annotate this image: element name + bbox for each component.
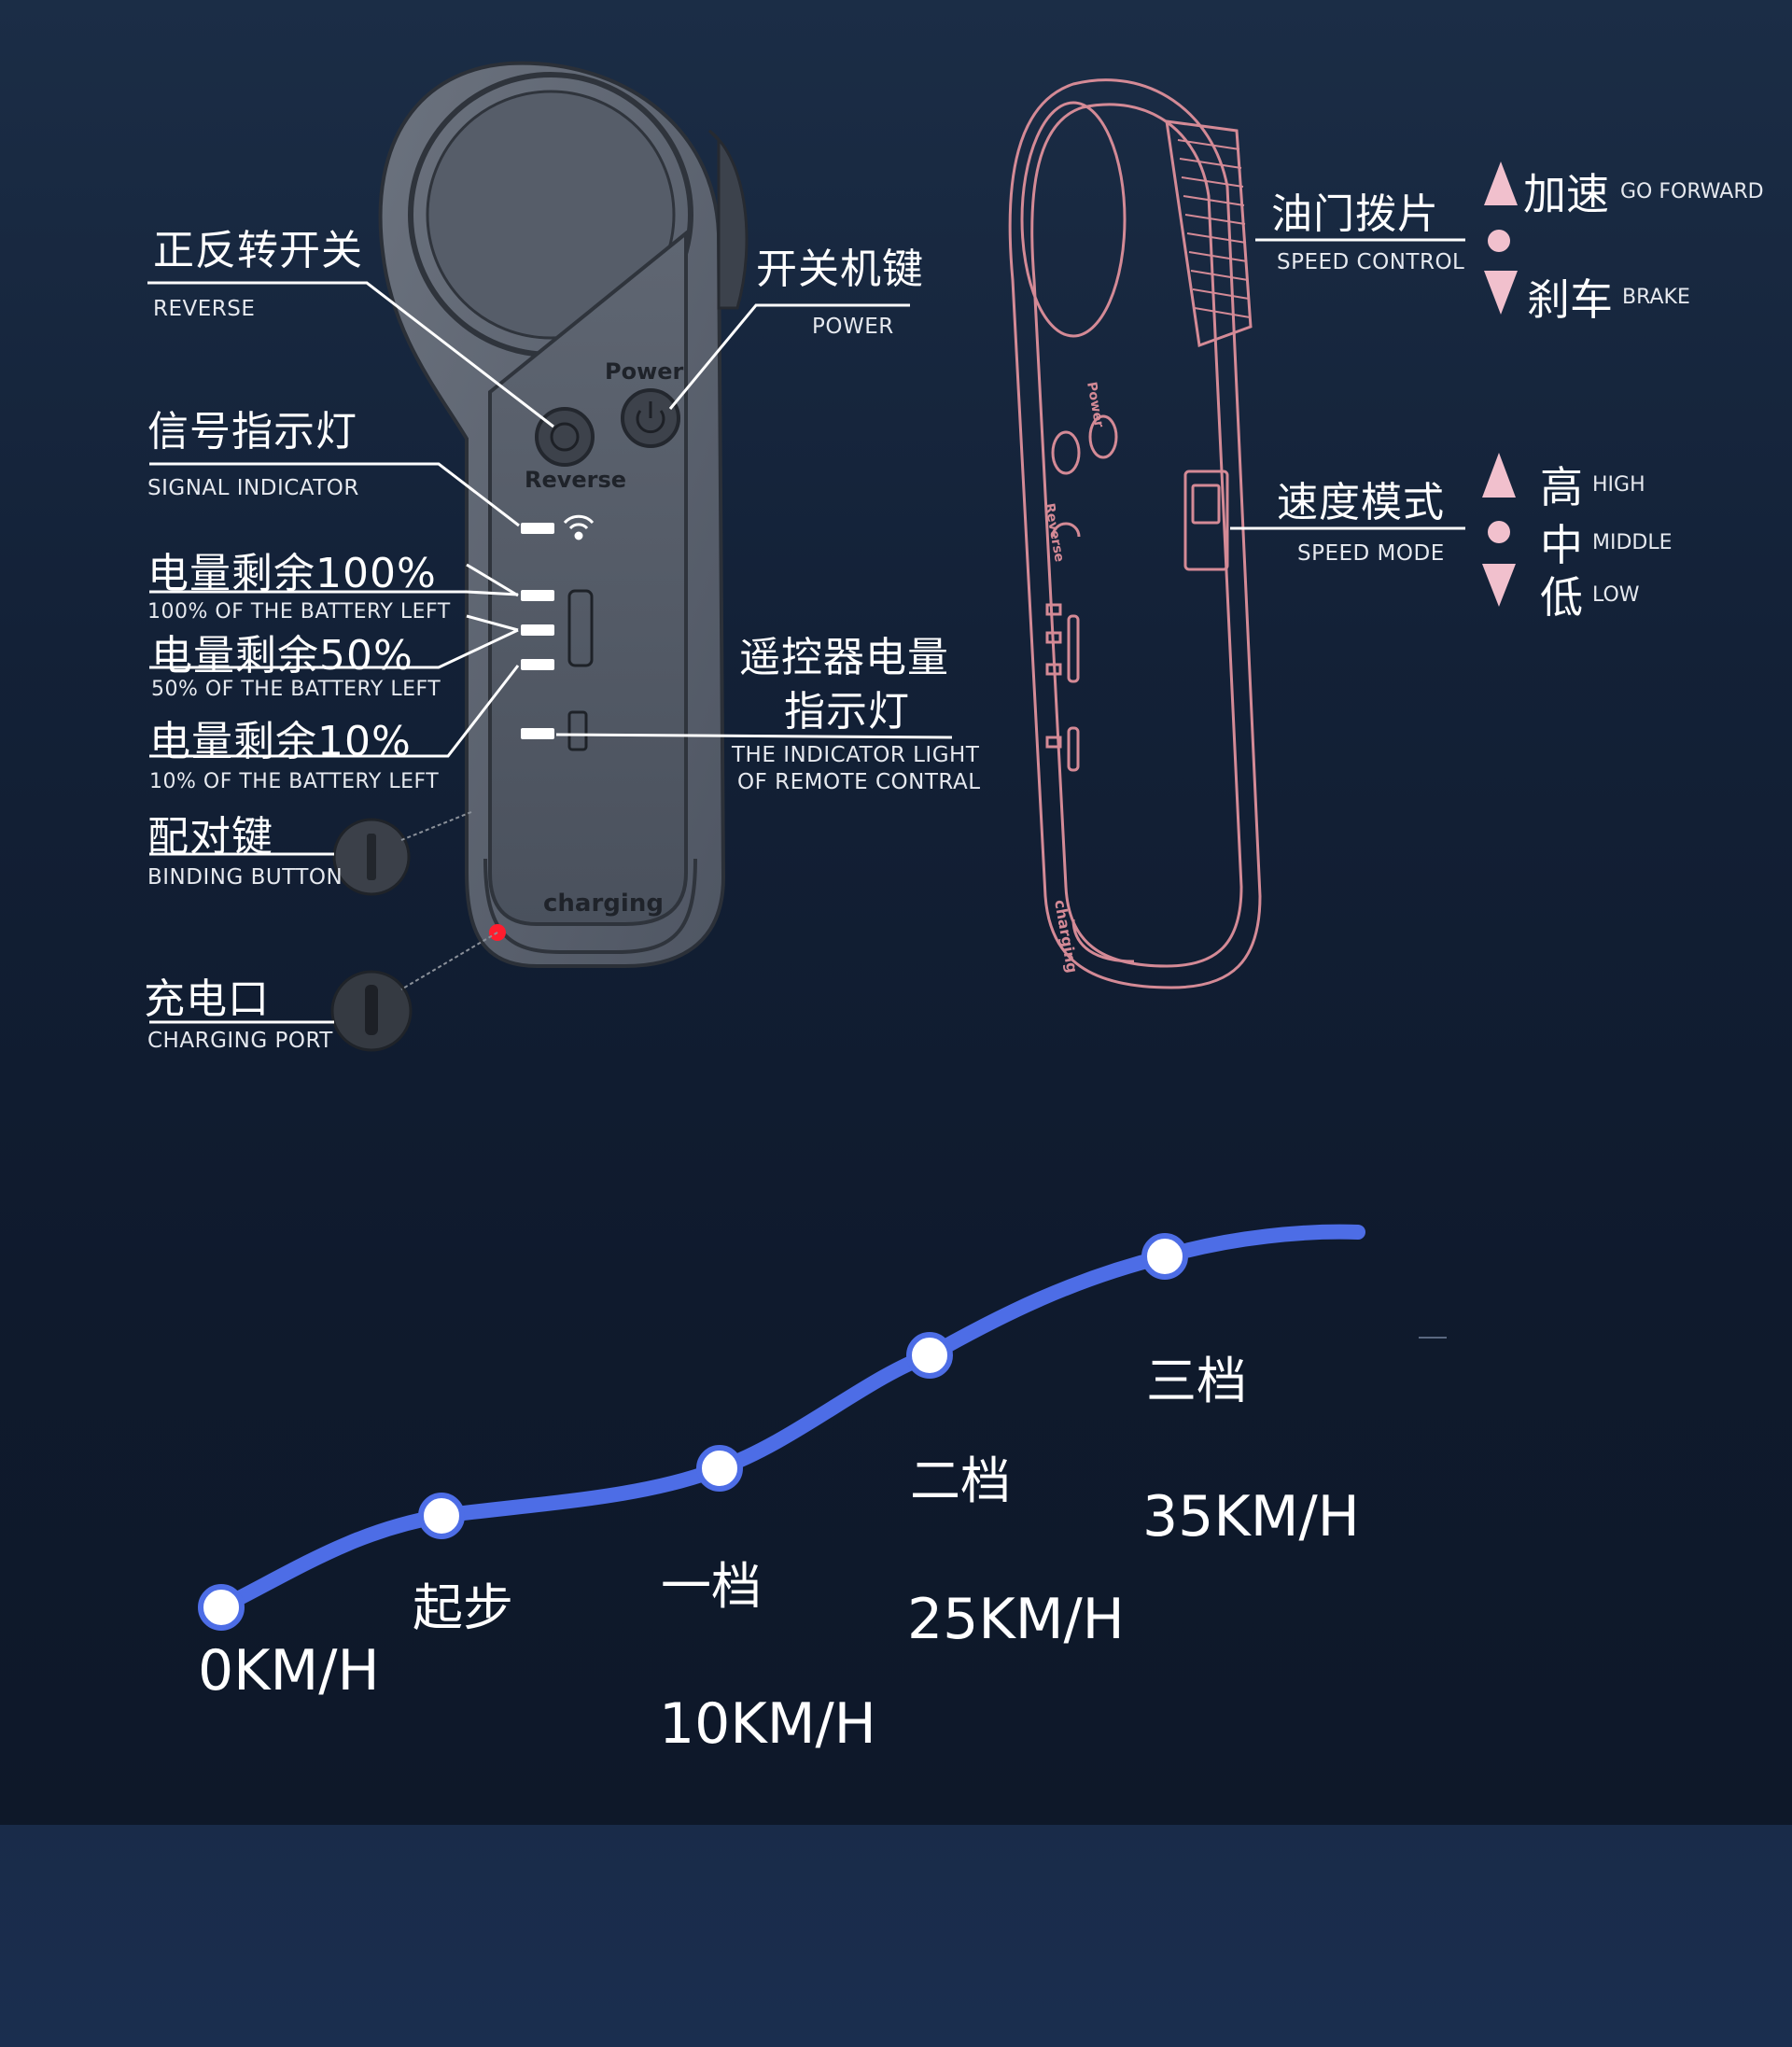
battery-100-sublabel: 100% OF THE BATTERY LEFT <box>147 600 451 624</box>
remote-battery-sublabel-1: THE INDICATOR LIGHT <box>732 743 980 767</box>
remote-battery-icon <box>567 710 588 751</box>
wifi-icon <box>563 514 595 540</box>
battery-100-label: 电量剩余100% <box>147 550 437 597</box>
remote-battery-led <box>521 728 554 739</box>
speed-0-label: 0KM/H <box>198 1638 380 1703</box>
left-thumb-area <box>426 90 676 340</box>
forward-arrow-icon <box>1484 161 1518 205</box>
battery-50-sublabel: 50% OF THE BATTERY LEFT <box>151 678 441 701</box>
brake-sublabel: BRAKE <box>1622 286 1690 309</box>
curve-point-0 <box>198 1584 245 1631</box>
low-sublabel: LOW <box>1592 583 1640 607</box>
right-controller-outline <box>1008 78 1262 989</box>
right-controller-illustration: Reverse Power charging <box>1008 78 1518 989</box>
charging-label: charging <box>543 890 664 918</box>
left-controller-illustration: Reverse Power charging <box>147 61 953 1052</box>
power-key-sublabel: POWER <box>812 315 894 339</box>
battery-led-100 <box>521 590 554 601</box>
speed-curve <box>198 1224 1447 1631</box>
battery-level-icon <box>567 589 594 667</box>
neutral-dot-icon <box>1488 230 1510 252</box>
curve-point-4 <box>1141 1233 1188 1280</box>
low-arrow-icon <box>1482 564 1516 607</box>
reverse-switch-sublabel: REVERSE <box>153 297 256 321</box>
binding-button-label: 配对键 <box>147 813 273 861</box>
battery-led-10 <box>521 659 554 670</box>
left-callout-lines <box>147 281 953 1024</box>
speed-control-sublabel: SPEED CONTROL <box>1277 250 1465 274</box>
reverse-switch-label: 正反转开关 <box>153 227 363 274</box>
gear-1-label: 一档 <box>661 1557 762 1616</box>
remote-battery-label-2: 指示灯 <box>784 688 910 736</box>
pink-indicators <box>1482 161 1518 607</box>
reverse-button-text: Reverse <box>525 467 626 493</box>
power-key-label: 开关机键 <box>756 245 924 293</box>
signal-led <box>521 523 554 534</box>
forward-sublabel: GO FORWARD <box>1620 180 1764 203</box>
high-arrow-icon <box>1482 453 1516 498</box>
speed-mode-label: 速度模式 <box>1277 479 1445 526</box>
speed-25-label: 25KM/H <box>907 1587 1125 1652</box>
speed-35-label: 35KM/H <box>1142 1484 1360 1549</box>
forward-label: 加速 <box>1523 169 1609 219</box>
middle-dot-icon <box>1488 521 1510 543</box>
right-callout-lines <box>1230 238 1465 530</box>
curve-point-2 <box>696 1445 743 1492</box>
product-detail-panel: Reverse Power charging <box>0 0 1792 1825</box>
speed-control-label: 油门拨片 <box>1271 190 1439 238</box>
gear-start-label: 起步 <box>413 1578 513 1637</box>
curve-point-3 <box>906 1332 953 1379</box>
brake-label: 刹车 <box>1527 274 1613 325</box>
charging-port-sublabel: CHARGING PORT <box>147 1029 333 1053</box>
high-label: 高 <box>1540 462 1583 512</box>
signal-indicator-label: 信号指示灯 <box>147 408 357 456</box>
gear-2-label: 二档 <box>910 1451 1011 1510</box>
low-label: 低 <box>1540 572 1583 623</box>
binding-button-sublabel: BINDING BUTTON <box>147 865 343 890</box>
power-button-text: Power <box>605 358 684 385</box>
battery-10-sublabel: 10% OF THE BATTERY LEFT <box>149 770 440 793</box>
speed-mode-sublabel: SPEED MODE <box>1297 541 1445 566</box>
middle-sublabel: MIDDLE <box>1592 531 1673 554</box>
charging-port-label: 充电口 <box>144 975 270 1023</box>
battery-led-50 <box>521 624 554 636</box>
gear-3-label: 三档 <box>1146 1352 1247 1410</box>
remote-battery-sublabel-2: OF REMOTE CONTRAL <box>737 770 981 794</box>
left-side-wheel <box>707 129 749 310</box>
high-sublabel: HIGH <box>1592 473 1645 497</box>
speed-curve-line <box>214 1224 1365 1615</box>
remote-battery-label-1: 遥控器电量 <box>739 634 949 681</box>
battery-50-label: 电量剩余50% <box>151 632 413 680</box>
footer-band <box>0 1825 1792 2047</box>
speed-10-label: 10KM/H <box>659 1691 876 1757</box>
curve-point-1 <box>418 1493 465 1539</box>
battery-10-label: 电量剩余10% <box>149 718 412 765</box>
brake-arrow-icon <box>1484 271 1518 315</box>
middle-label: 中 <box>1540 520 1583 570</box>
signal-indicator-sublabel: SIGNAL INDICATOR <box>147 476 359 500</box>
